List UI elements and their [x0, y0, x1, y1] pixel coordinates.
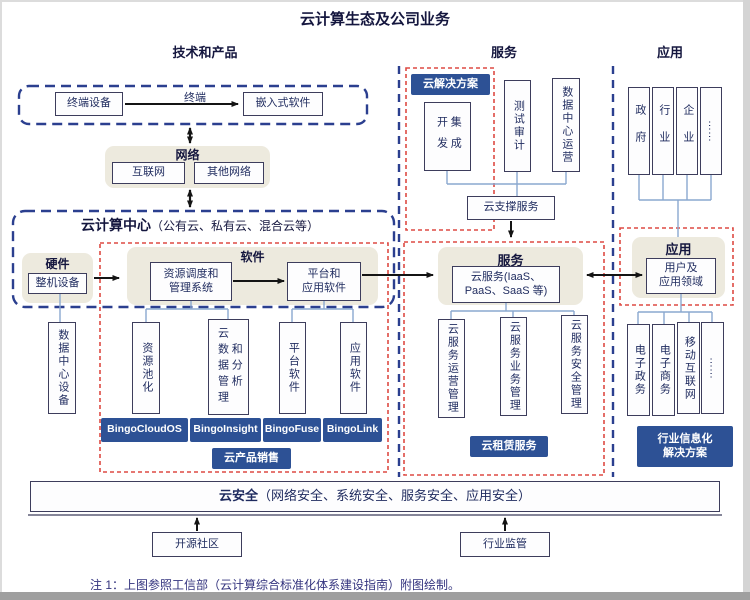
- edge-bottom: [0, 592, 750, 600]
- user-industry-box: 行业: [652, 87, 674, 175]
- user-government-box: 政府: [628, 87, 650, 175]
- application-label: 应用: [665, 242, 692, 257]
- connector-solutions-to-support: [446, 171, 567, 196]
- hardware-label: 硬件: [45, 257, 70, 271]
- app-child-egov: 电子政务: [627, 324, 650, 416]
- industry-solution-line2: 解决方案: [663, 446, 707, 459]
- cloud-rental-badge: 云租赁服务: [470, 436, 548, 457]
- network-label: 网络: [175, 148, 200, 162]
- edge-left: [0, 0, 2, 600]
- machine-equipment-box: 整机设备: [28, 273, 87, 294]
- footnote: 注 1：上图参照工信部（云计算综合标准化体系建设指南）附图绘制。: [90, 578, 461, 592]
- user-enterprise-box: 企业: [676, 87, 698, 175]
- platform-software-box: 平台和 应用软件: [287, 262, 361, 301]
- software-child-resource-pooling: 资源池化: [132, 322, 160, 414]
- cloud-center-scope: （公有云、私有云、混合云等）: [150, 219, 319, 233]
- edge-top: [0, 0, 750, 2]
- product-bingocloudos: BingoCloudOS: [101, 418, 188, 442]
- datacenter-device-box: 数据中心设备: [48, 322, 76, 414]
- software-child-cloud-data: 云数据管理和分析: [208, 319, 249, 415]
- cloud-service-box: 云服务(IaaS、 PaaS、SaaS 等): [452, 266, 560, 303]
- terminal-link-label: 终端: [184, 92, 206, 104]
- platform-software-line2: 应用软件: [302, 281, 346, 294]
- connector-users-to-application: [638, 175, 712, 237]
- cloud-security-detail: （网络安全、系统安全、服务安全、应用安全）: [258, 488, 532, 504]
- cloud-center-name: 云计算中心: [80, 217, 151, 233]
- open-source-community-box: 开源社区: [152, 532, 242, 557]
- test-audit-box: 测试审计: [504, 80, 531, 172]
- page-title: 云计算生态及公司业务: [299, 11, 450, 28]
- product-bingoinsight: BingoInsight: [190, 418, 261, 442]
- cloud-security-name: 云安全: [218, 488, 258, 504]
- connector-application-children: [637, 294, 713, 324]
- app-child-mobile-internet: 移动互联网: [677, 322, 700, 414]
- users-domain-box: 用户及 应用领域: [646, 258, 716, 294]
- platform-software-line1: 平台和: [307, 267, 341, 280]
- software-child-application: 应用软件: [340, 322, 367, 414]
- cloud-solutions-badge: 云解决方案: [411, 74, 490, 95]
- app-child-ecommerce: 电子商务: [652, 324, 675, 416]
- terminal-device-box: 终端设备: [55, 92, 123, 116]
- dev-integration-box: 开发集成: [424, 102, 471, 171]
- service-child-business: 云服务业务管理: [500, 317, 527, 416]
- users-domain-line1: 用户及: [664, 262, 698, 275]
- cloud-service-line1: 云服务(IaaS、: [470, 270, 542, 283]
- product-bingofuse: BingoFuse: [263, 418, 321, 442]
- cloud-center-label: 云计算中心（公有云、私有云、混合云等）: [30, 215, 370, 235]
- industry-solution-line1: 行业信息化: [657, 432, 713, 445]
- datacenter-operation-box: 数据中心运营: [552, 78, 580, 172]
- embedded-software-box: 嵌入式软件: [243, 92, 323, 116]
- industry-solution-badge: 行业信息化 解决方案: [637, 426, 733, 467]
- column-header-service: 服务: [490, 45, 517, 60]
- service-child-security: 云服务安全管理: [561, 315, 588, 414]
- cloud-service-line2: PaaS、SaaS 等): [464, 284, 548, 297]
- app-child-others: ……: [701, 322, 724, 414]
- edge-right: [743, 0, 750, 600]
- column-header-tech: 技术和产品: [172, 45, 238, 60]
- software-child-platform: 平台软件: [279, 322, 306, 414]
- service-child-operation: 云服务运营管理: [438, 319, 465, 418]
- user-others-box: ……: [700, 87, 722, 175]
- resource-scheduler-line1: 资源调度和: [163, 267, 219, 280]
- cloud-security-bar: 云安全 （网络安全、系统安全、服务安全、应用安全）: [30, 481, 720, 512]
- cloud-support-service-box: 云支撑服务: [467, 196, 555, 220]
- resource-scheduler-box: 资源调度和 管理系统: [150, 262, 232, 301]
- product-bingolink: BingoLink: [323, 418, 382, 442]
- internet-box: 互联网: [112, 162, 185, 184]
- users-domain-line2: 应用领域: [659, 276, 703, 288]
- cloud-product-sales-badge: 云产品销售: [212, 448, 291, 469]
- resource-scheduler-line2: 管理系统: [169, 281, 213, 294]
- other-network-box: 其他网络: [194, 162, 264, 184]
- column-header-app: 应用: [656, 45, 683, 60]
- industry-regulation-box: 行业监管: [460, 532, 550, 557]
